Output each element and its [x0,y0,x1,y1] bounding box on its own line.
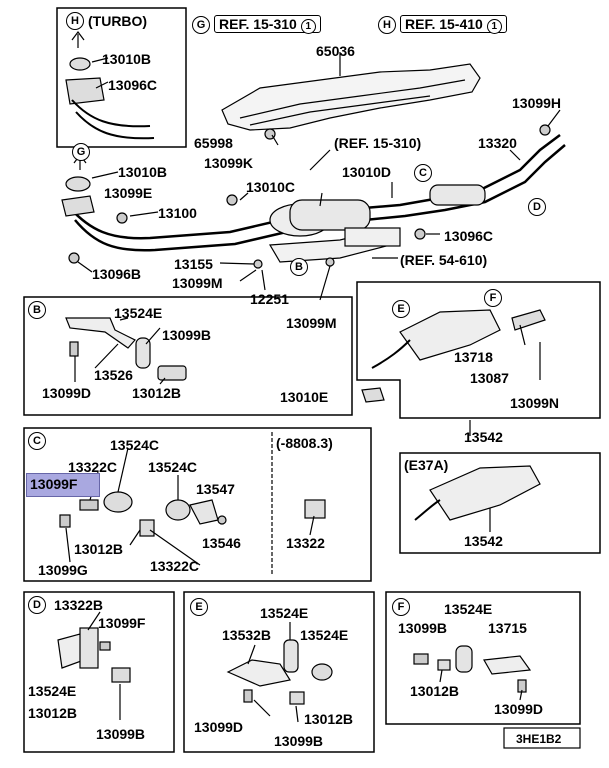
box-f-circle: F [484,289,502,307]
part-13524E-d[interactable]: 13524E [28,683,77,699]
part-13526[interactable]: 13526 [94,367,133,383]
part-13099K[interactable]: 13099K [204,155,254,171]
part-13099B-d[interactable]: 13099B [96,726,146,742]
part-13718[interactable]: 13718 [454,349,493,365]
part-13099B-e[interactable]: 13099B [274,733,324,749]
part-65998[interactable]: 65998 [194,135,233,151]
part-13010E[interactable]: 13010E [280,389,329,405]
part-13099D-f[interactable]: 13099D [494,701,544,717]
part-13099M-a[interactable]: 13099M [172,275,223,291]
ref-circle-h2: H [378,16,396,34]
part-13096B[interactable]: 13096B [92,266,142,282]
part-13096C-turbo[interactable]: 13096C [108,77,158,93]
e37a-title: (E37A) [404,457,449,473]
part-13524E-e-top[interactable]: 13524E [260,605,309,621]
part-13322C-a[interactable]: 13322C [68,459,118,475]
ref-circle-d: D [528,198,546,216]
part-13012B-b[interactable]: 13012B [132,385,182,401]
part-13010D[interactable]: 13010D [342,164,392,180]
box-f2-circle: F [392,598,410,616]
part-13524E-f[interactable]: 13524E [444,601,493,617]
part-13099B-f[interactable]: 13099B [398,620,448,636]
part-13524E-b[interactable]: 13524E [114,305,163,321]
part-13010B-turbo[interactable]: 13010B [102,51,152,67]
part-13012B-f[interactable]: 13012B [410,683,460,699]
ref-circle-h: H [66,12,84,30]
ref-g-num: 1 [300,19,316,34]
part-13546[interactable]: 13546 [202,535,241,551]
box-e-circle: E [392,300,410,318]
ref-circle-c: C [414,164,432,182]
ref-circle-b: B [290,258,308,276]
part-13099D-e[interactable]: 13099D [194,719,244,735]
highlight-13099F [26,473,100,497]
ref-circle-g2: G [72,143,90,161]
part-13542-a[interactable]: 13542 [464,429,503,445]
part-13012B-e[interactable]: 13012B [304,711,354,727]
box-b-circle: B [28,301,46,319]
part-13010B-main[interactable]: 13010B [118,164,168,180]
part-13715[interactable]: 13715 [488,620,527,636]
part-13322B[interactable]: 13322B [54,597,104,613]
part-13320[interactable]: 13320 [478,135,517,151]
ref-mid[interactable]: (REF. 15-310) [334,135,422,151]
part-13012B-c[interactable]: 13012B [74,541,124,557]
box-e2-circle: E [190,598,208,616]
ref-h-link[interactable]: REF. 15-410 1 [400,15,507,34]
part-13096C-main[interactable]: 13096C [444,228,494,244]
part-13524E-e[interactable]: 13524E [300,627,349,643]
part-13542-b[interactable]: 13542 [464,533,503,549]
ref-g-link[interactable]: REF. 15-310 1 [214,15,321,34]
part-13099F-d[interactable]: 13099F [98,615,146,631]
ref-g-text: REF. 15-310 [219,16,297,32]
ref-circle-g: G [192,16,210,34]
diagram-code: 3HE1B2 [516,732,562,746]
part-13099F-highlighted[interactable]: 13099F [30,476,78,492]
part-13099H[interactable]: 13099H [512,95,562,111]
part-13547[interactable]: 13547 [196,481,235,497]
part-13099M-b[interactable]: 13099M [286,315,337,331]
part-13099G[interactable]: 13099G [38,562,88,578]
part-13099N[interactable]: 13099N [510,395,560,411]
part-13099D-b[interactable]: 13099D [42,385,92,401]
part-12251[interactable]: 12251 [250,291,289,307]
part-13087[interactable]: 13087 [470,370,509,386]
box-c-circle: C [28,432,46,450]
part-13010C[interactable]: 13010C [246,179,296,195]
part-65036[interactable]: 65036 [316,43,355,59]
part-13322C-b[interactable]: 13322C [150,558,200,574]
part-13532B[interactable]: 13532B [222,627,272,643]
part-13524C-b[interactable]: 13524C [148,459,198,475]
box-d-circle: D [28,596,46,614]
part-13322[interactable]: 13322 [286,535,325,551]
part-13524C-a[interactable]: 13524C [110,437,160,453]
part-13100[interactable]: 13100 [158,205,197,221]
date-range: (-8808.3) [276,435,333,451]
ref-h-num: 1 [486,19,502,34]
ref-h-text: REF. 15-410 [405,16,483,32]
part-13099B-b[interactable]: 13099B [162,327,212,343]
part-13099E[interactable]: 13099E [104,185,153,201]
part-13155[interactable]: 13155 [174,256,213,272]
ref-bottom[interactable]: (REF. 54-610) [400,252,488,268]
part-13012B-d[interactable]: 13012B [28,705,78,721]
turbo-header: (TURBO) [88,13,148,29]
